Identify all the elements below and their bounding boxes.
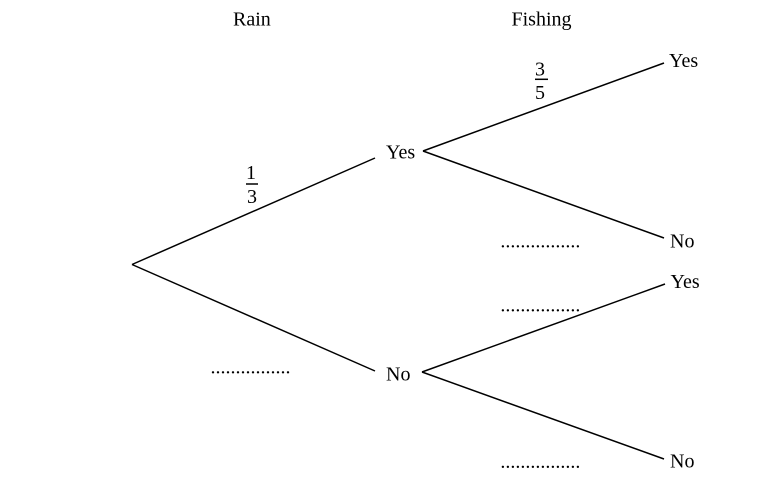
svg-text:No: No [670, 230, 694, 252]
svg-text:No: No [670, 451, 694, 473]
svg-text:................: ................ [500, 230, 580, 252]
svg-text:................: ................ [500, 451, 580, 473]
svg-text:3: 3 [535, 58, 545, 80]
svg-text:................: ................ [211, 356, 291, 378]
svg-text:................: ................ [500, 294, 580, 316]
svg-text:3: 3 [247, 186, 257, 208]
svg-text:5: 5 [535, 82, 545, 104]
svg-text:Fishing: Fishing [512, 9, 572, 31]
svg-text:1: 1 [246, 162, 256, 184]
svg-text:Yes: Yes [669, 50, 698, 72]
svg-text:Yes: Yes [671, 271, 700, 293]
svg-text:Yes: Yes [386, 142, 415, 164]
svg-text:No: No [386, 363, 410, 385]
svg-text:Rain: Rain [233, 9, 271, 31]
